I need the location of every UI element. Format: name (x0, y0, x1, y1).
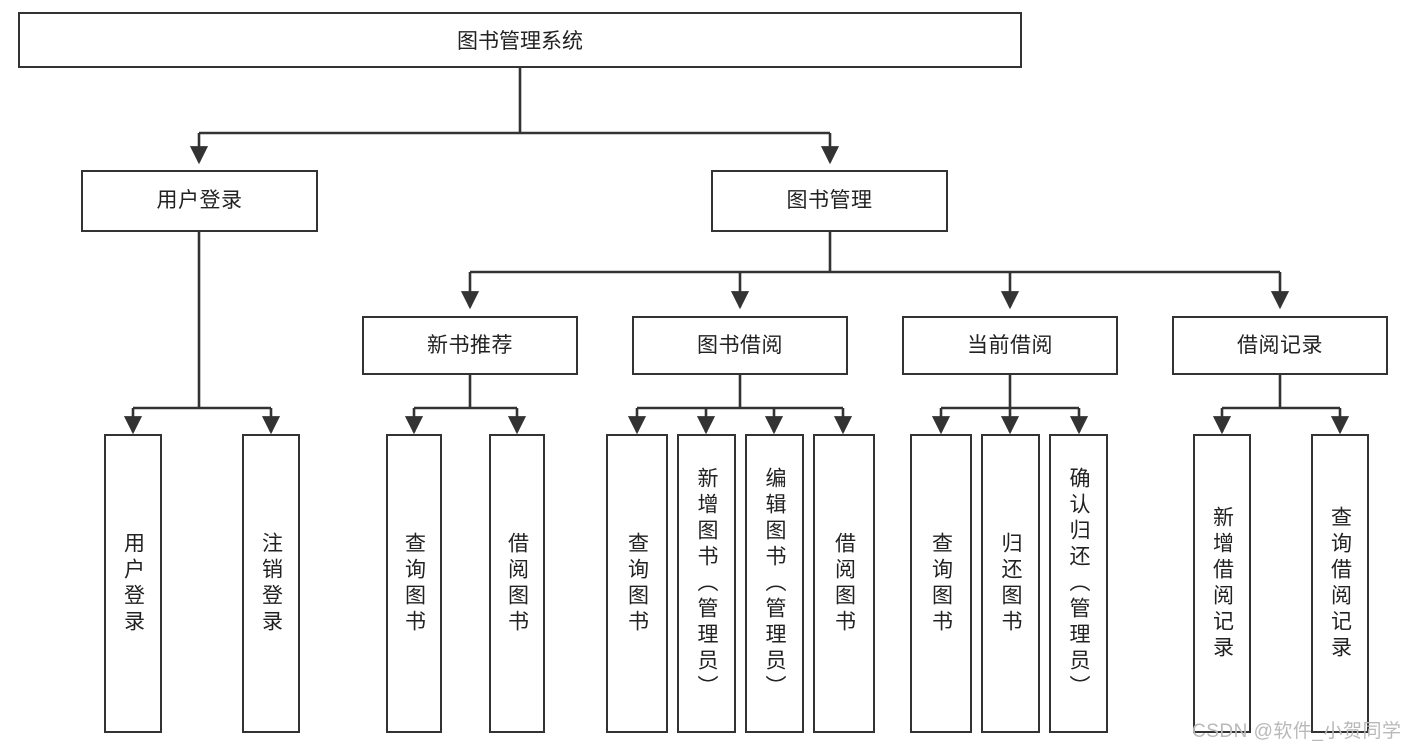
node-current-borrow[interactable]: 当前借阅 (902, 316, 1118, 375)
leaf-query-book-1[interactable]: 查询图书 (386, 434, 442, 733)
leaf-add-book[interactable]: 新增图书（管理员） (677, 434, 736, 733)
leaf-borrow-book-1[interactable]: 借阅图书 (489, 434, 545, 733)
csdn-watermark: CSDN @软件_小贺同学 (1192, 716, 1401, 743)
csdn-watermark-text: CSDN @软件_小贺同学 (1192, 721, 1402, 742)
leaf-edit-book[interactable]: 编辑图书（管理员） (745, 434, 804, 733)
leaf-logout[interactable]: 注销登录 (242, 434, 300, 733)
leaf-user-login[interactable]: 用户登录 (104, 434, 162, 733)
leaf-edit-book-label: 编辑图书（管理员） (763, 466, 787, 701)
node-book-borrow[interactable]: 图书借阅 (632, 316, 848, 375)
leaf-query-record[interactable]: 查询借阅记录 (1311, 434, 1369, 733)
leaf-return-book-label: 归还图书 (999, 531, 1023, 636)
leaf-logout-label: 注销登录 (259, 531, 283, 636)
node-book-manage-label: 图书管理 (786, 189, 873, 213)
leaf-confirm-return-label: 确认归还（管理员） (1067, 466, 1091, 701)
node-current-borrow-label: 当前借阅 (967, 333, 1053, 357)
node-user-login-label: 用户登录 (156, 189, 243, 213)
leaf-query-record-label: 查询借阅记录 (1328, 505, 1352, 662)
node-root-label: 图书管理系统 (457, 30, 583, 53)
leaf-query-book-2[interactable]: 查询图书 (606, 434, 668, 733)
leaf-add-record[interactable]: 新增借阅记录 (1193, 434, 1251, 733)
leaf-query-book-1-label: 查询图书 (402, 531, 426, 636)
leaf-query-book-2-label: 查询图书 (625, 531, 649, 636)
leaf-user-login-label: 用户登录 (121, 531, 145, 636)
node-user-login[interactable]: 用户登录 (81, 170, 318, 232)
leaf-add-record-label: 新增借阅记录 (1210, 505, 1234, 662)
node-book-borrow-label: 图书借阅 (697, 333, 783, 357)
leaf-query-book-3[interactable]: 查询图书 (910, 434, 972, 733)
leaf-confirm-return[interactable]: 确认归还（管理员） (1049, 434, 1108, 733)
leaf-query-book-3-label: 查询图书 (929, 531, 953, 636)
node-new-book-recommend[interactable]: 新书推荐 (362, 316, 578, 375)
node-root-book-management-system[interactable]: 图书管理系统 (18, 12, 1022, 68)
node-borrow-record-label: 借阅记录 (1237, 333, 1323, 357)
node-new-book-recommend-label: 新书推荐 (427, 333, 513, 357)
leaf-add-book-label: 新增图书（管理员） (695, 466, 719, 701)
leaf-borrow-book-2[interactable]: 借阅图书 (813, 434, 875, 733)
leaf-return-book[interactable]: 归还图书 (981, 434, 1040, 733)
leaf-borrow-book-2-label: 借阅图书 (832, 531, 856, 636)
node-book-manage[interactable]: 图书管理 (711, 170, 948, 232)
leaf-borrow-book-1-label: 借阅图书 (505, 531, 529, 636)
node-borrow-record[interactable]: 借阅记录 (1172, 316, 1388, 375)
